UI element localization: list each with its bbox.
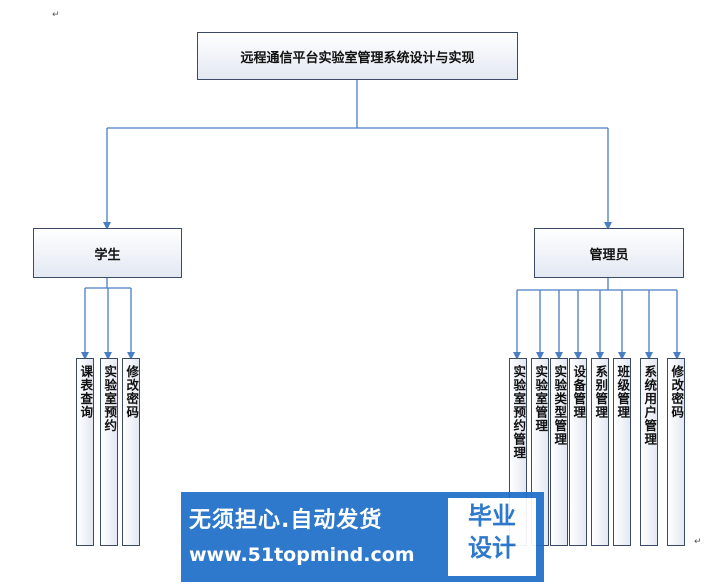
admin-leaf-label: 实验室预约管理 [511,365,527,460]
student-leaf-label: 课表查询 [78,365,94,419]
student-leaf-label: 修改密码 [124,365,140,419]
admin-leaf-4: 设备管理 [569,358,587,546]
admin-node: 管理员 [534,228,684,278]
admin-leaf-3: 实验类型管理 [550,358,568,546]
watermark-line2: www.51topmind.com [189,544,415,566]
admin-leaf-label: 系别管理 [593,365,609,419]
watermark-text: 无须担心.自动发货 www.51topmind.com [189,502,445,566]
student-leaf-label: 实验室预约 [102,365,118,433]
admin-leaf-label: 设备管理 [571,365,587,419]
admin-leaf-7: 系统用户管理 [640,358,658,546]
watermark-badge-line2: 设计 [468,534,516,563]
admin-leaf-label: 修改密码 [669,365,685,419]
watermark-badge-line1: 毕业 [468,502,516,530]
student-label: 学生 [94,247,121,263]
admin-leaf-label: 实验类型管理 [552,365,568,446]
watermark-line1: 无须担心.自动发货 [189,508,383,533]
paragraph-mark-top: ↵ [52,10,60,20]
student-leaf-3: 修改密码 [122,358,140,546]
student-leaf-1: 课表查询 [76,358,94,546]
admin-label: 管理员 [589,247,629,263]
admin-leaf-label: 班级管理 [615,365,631,419]
root-label: 远程通信平台实验室管理系统设计与实现 [240,50,475,66]
paragraph-mark-bottom: ↵ [694,537,702,547]
admin-leaf-6: 班级管理 [613,358,631,546]
admin-leaf-label: 系统用户管理 [642,365,658,446]
admin-leaf-8: 修改密码 [667,358,685,546]
admin-leaf-5: 系别管理 [591,358,609,546]
student-node: 学生 [33,228,182,278]
watermark-banner: 无须担心.自动发货 www.51topmind.com 毕业 设计 [181,492,544,582]
student-leaf-2: 实验室预约 [100,358,118,546]
watermark-badge: 毕业 设计 [448,498,536,576]
root-node: 远程通信平台实验室管理系统设计与实现 [197,32,518,80]
admin-leaf-label: 实验室管理 [533,365,549,433]
